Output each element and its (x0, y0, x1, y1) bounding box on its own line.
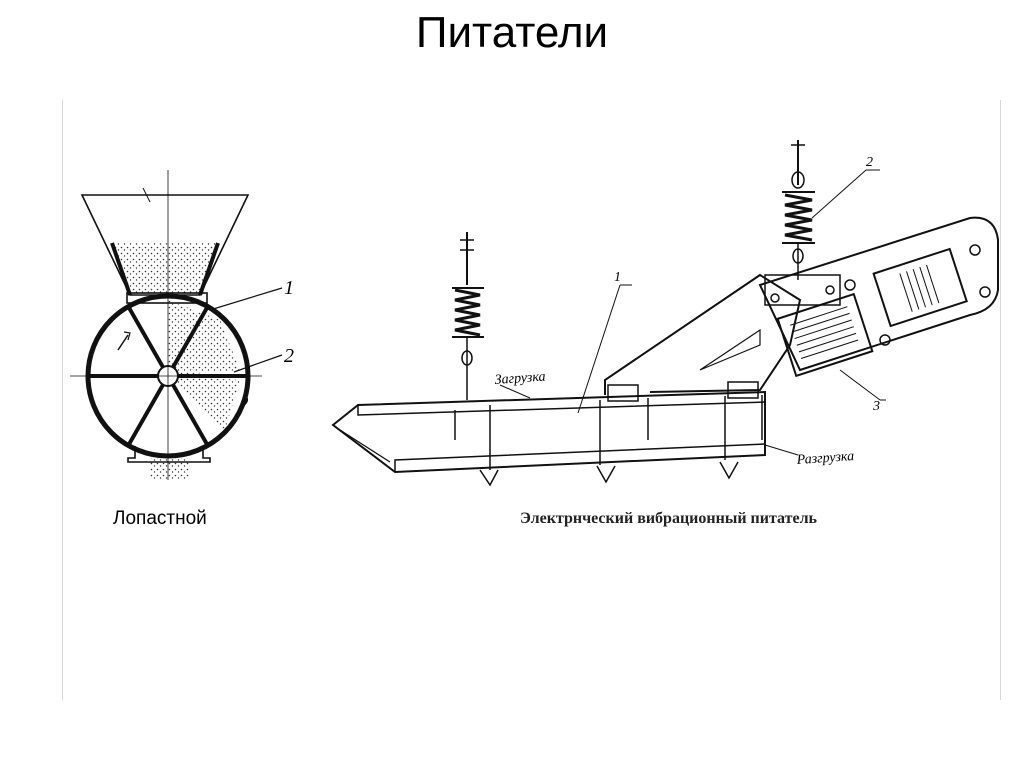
left-spring (454, 288, 481, 337)
hopper-material (112, 243, 218, 295)
paddle-feeder-caption: Лопастной (113, 508, 207, 529)
electromagnet (776, 292, 874, 378)
vibrator-housing (758, 216, 999, 372)
slide-title: Питатели (415, 8, 609, 57)
trough-outline (331, 390, 766, 474)
paddle-feeder (70, 170, 283, 480)
right-callout-3: 3 (872, 399, 880, 414)
left-callout-2: 2 (284, 345, 294, 367)
right-callout-2: 2 (866, 155, 873, 170)
support-arm (604, 273, 802, 395)
unload-label: Разгрузка (795, 449, 854, 468)
armature (872, 247, 968, 328)
vibrating-feeder-caption: Электрнческий вибрационный питатель (520, 510, 818, 527)
frame-line-right (1000, 100, 1001, 700)
frame-line-left (62, 100, 63, 700)
top-bracket (764, 274, 841, 306)
right-spring (784, 193, 813, 242)
left-callout-1: 1 (284, 277, 294, 299)
vibrating-feeder (331, 140, 999, 487)
load-label: Загрузка (494, 369, 546, 388)
right-callout-1: 1 (614, 270, 621, 285)
